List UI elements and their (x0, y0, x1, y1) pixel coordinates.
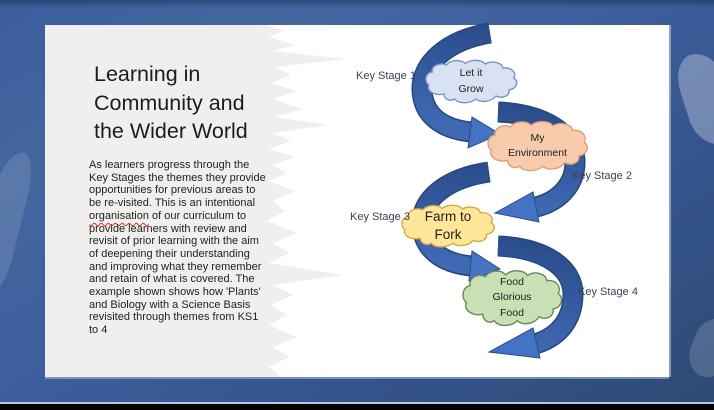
cloud-label-ks4: Food Glorious Food (492, 276, 532, 319)
key-stage-2-label: Key Stage 2 (572, 170, 632, 182)
brush-stroke-decoration (682, 312, 714, 384)
slide-title: Learning in Community and the Wider Worl… (94, 62, 248, 143)
key-stage-1-label: Key Stage 1 (356, 70, 416, 82)
cloud-label-ks2: My Environment (508, 131, 567, 159)
body-text-part1: As learners progress through the Key Sta… (89, 159, 266, 210)
slide-body-text: As learners progress through the Key Sta… (89, 159, 339, 337)
brush-stroke-decoration (0, 148, 38, 302)
key-stage-4-label: Key Stage 4 (578, 286, 638, 298)
body-text-part2: of our curriculum to provide learners wi… (89, 209, 262, 337)
footer-black-strip (0, 404, 714, 410)
brush-stroke-decoration (670, 47, 714, 152)
footer-divider-line (0, 402, 714, 404)
key-stage-3-label: Key Stage 3 (350, 211, 410, 223)
cloud-label-ks1: Let it Grow (458, 67, 484, 95)
spellcheck-flagged-word: organisation (89, 209, 149, 222)
cloud-label-ks3: Farm to Fork (424, 208, 472, 242)
